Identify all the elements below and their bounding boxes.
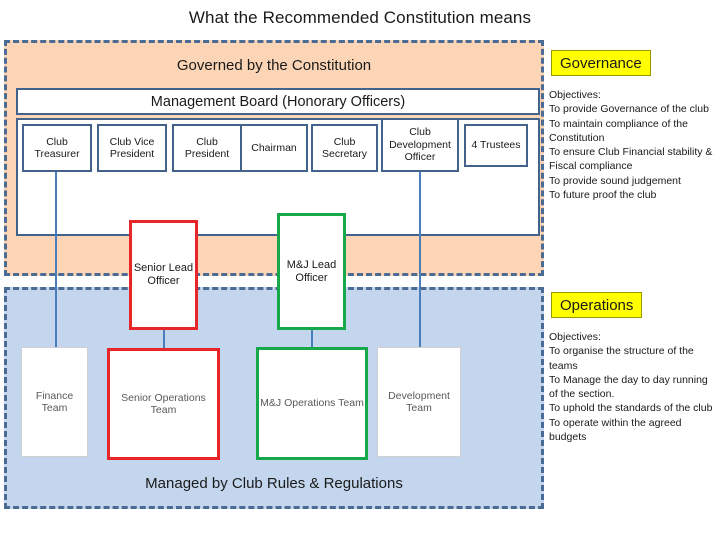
governance-zone-caption: Governed by the Constitution [176,57,372,74]
governance-objective-item: To provide Governance of the club [549,103,709,116]
governance-objective-item: To provide sound judgement [549,174,681,187]
governance-objective-item: To maintain compliance of the Constituti… [549,117,688,144]
node-club-treasurer[interactable]: Club Treasurer [22,124,92,172]
page-title: What the Recommended Constitution means [188,8,532,27]
connector-treasurer-to-finance [55,172,57,349]
governance-objectives: Objectives: To provide Governance of the… [549,88,717,202]
connector-mj-lead-to-team [311,328,313,352]
node-finance-team[interactable]: Finance Team [21,347,88,457]
node-development-team[interactable]: Development Team [377,347,461,457]
governance-objective-item: To ensure Club Financial stability & Fis… [549,146,713,173]
operations-objective-item: To operate within the agreed budgets [549,416,682,443]
node-4-trustees[interactable]: 4 Trustees [464,124,528,167]
node-club-vice-president[interactable]: Club Vice President [97,124,167,172]
governance-objective-item: To future proof the club [549,188,657,201]
node-chairman[interactable]: Chairman [240,124,308,172]
operations-zone-caption: Managed by Club Rules & Regulations [145,475,403,492]
node-senior-lead-officer[interactable]: Senior Lead Officer [129,220,198,330]
node-club-president[interactable]: Club President [172,124,242,172]
operations-badge[interactable]: Operations [551,292,643,318]
operations-objective-item: To uphold the standards of the club [549,402,713,415]
operations-objectives: Objectives: To organise the structure of… [549,330,717,444]
node-mj-lead-officer[interactable]: M&J Lead Officer [277,213,346,330]
operations-objective-item: To organise the structure of the teams [549,345,694,372]
connector-senior-lead-to-team [163,328,165,352]
node-club-development-officer[interactable]: Club Development Officer [381,118,459,172]
operations-objective-item: To Manage the day to day running of the … [549,373,708,401]
node-mj-operations-team[interactable]: M&J Operations Team [256,347,368,460]
node-senior-operations-team[interactable]: Senior Operations Team [107,348,220,460]
governance-badge[interactable]: Governance [551,50,651,76]
governance-objectives-heading: Objectives: [549,89,601,101]
management-board-title: Management Board (Honorary Officers) [16,88,540,115]
node-club-secretary[interactable]: Club Secretary [311,124,378,172]
operations-objectives-heading: Objectives: [549,331,601,343]
connector-development-officer-to-team [419,172,421,349]
